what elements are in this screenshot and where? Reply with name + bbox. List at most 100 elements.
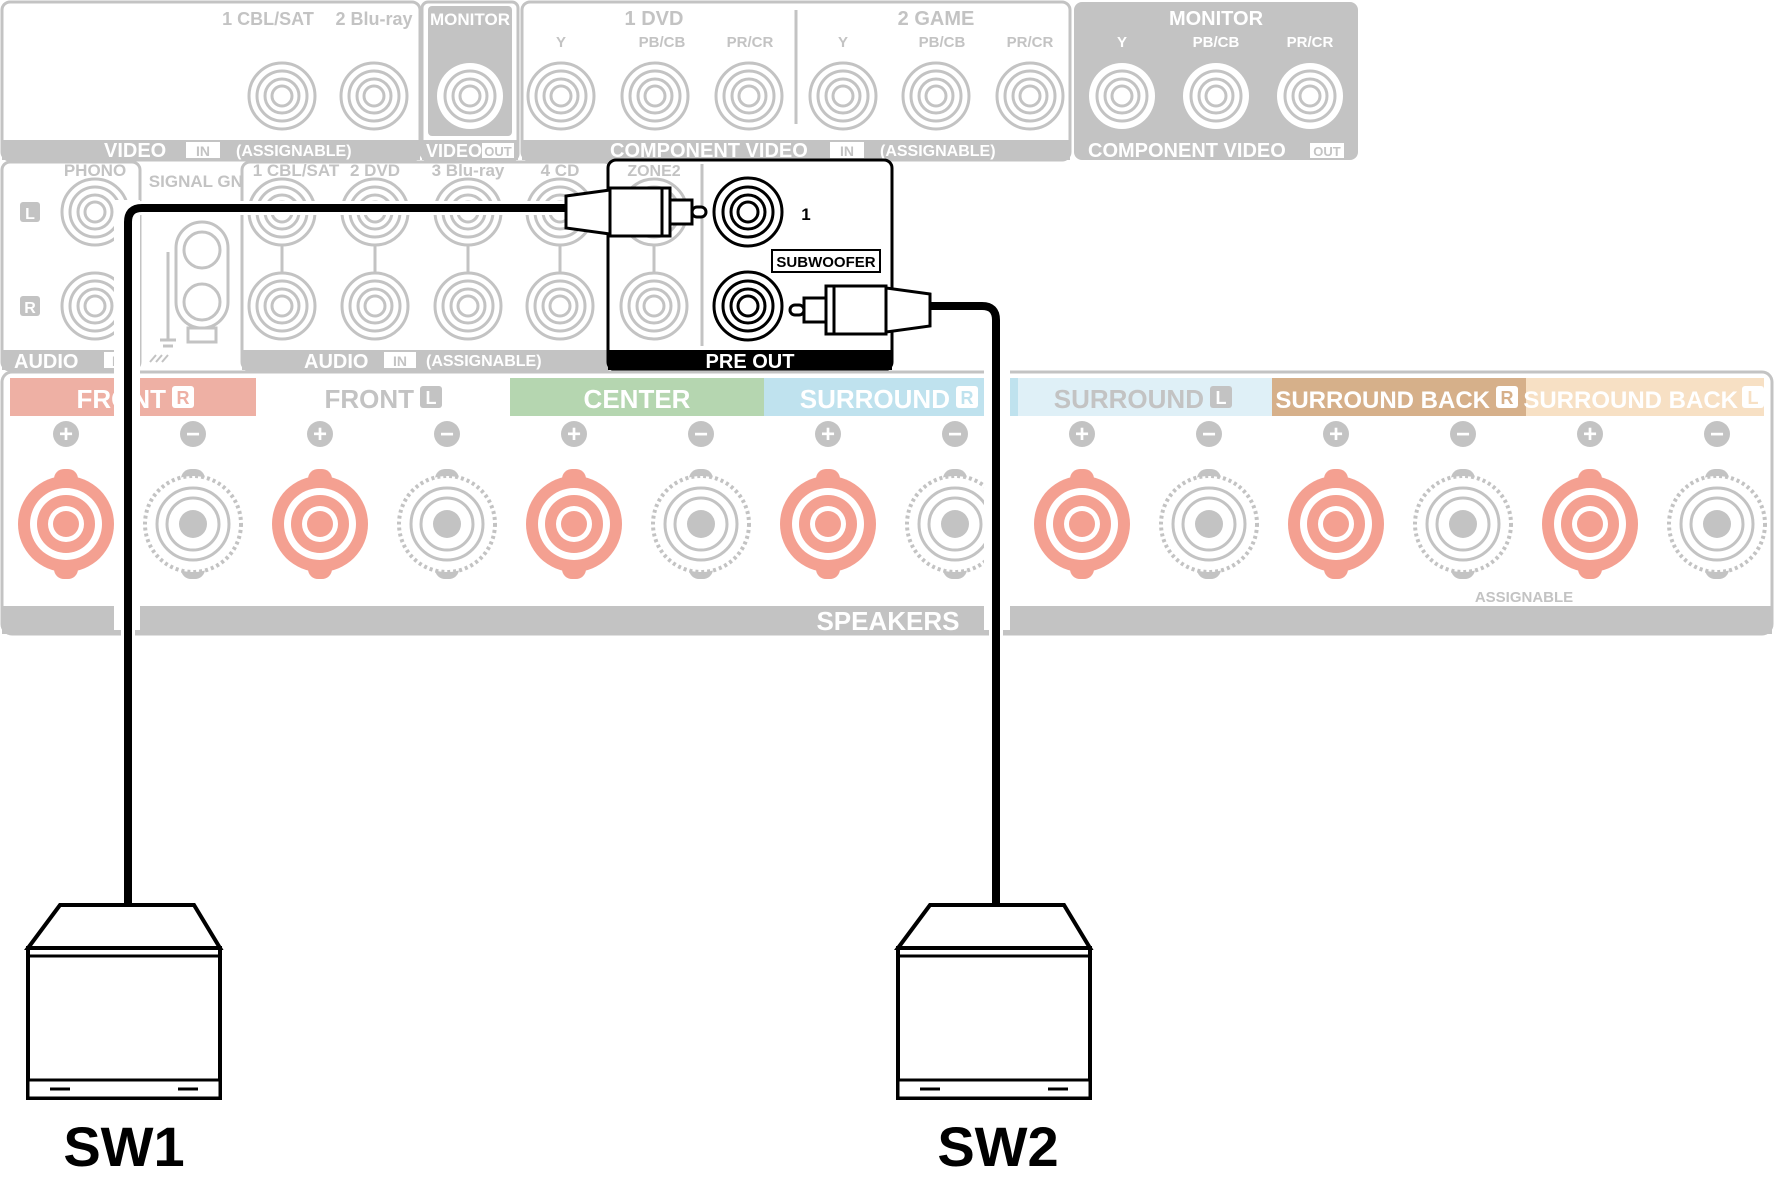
minus-sign: − (694, 421, 708, 448)
component-game-y-jack (808, 61, 878, 131)
subwoofer-2 (894, 903, 1094, 1100)
audio-input-label-4: 4 CD (541, 161, 580, 180)
subwoofer-label: SUBWOOFER (776, 254, 875, 271)
audio-assignable-label: (ASSIGNABLE) (426, 353, 542, 370)
sw2-cable (920, 302, 1000, 905)
sw2-rca-plug (788, 284, 932, 336)
component-dvd-pr-jack (714, 61, 784, 131)
pre-out-label: PRE OUT (706, 351, 795, 373)
component-dvd-pb-label: PB/CB (639, 34, 686, 51)
component-video-input-panel: 1 DVD 2 GAME Y PB/CB PR/CR Y PB/CB PR/CR… (520, 0, 1072, 162)
surround-left-label: SURROUND (1054, 384, 1204, 414)
video-in-badge: IN (196, 143, 210, 159)
video-section-label: VIDEO (104, 140, 166, 162)
zone2-label: ZONE2 (627, 163, 680, 180)
component-game-label: 2 GAME (898, 8, 975, 30)
component-out-pb-label: PB/CB (1193, 34, 1240, 51)
subwoofer-1-label: SW1 (63, 1115, 184, 1178)
component-out-section-label: COMPONENT VIDEO (1088, 140, 1286, 162)
audio-input-label-1: 1 CBL/SAT (253, 161, 340, 180)
component-assignable-label: (ASSIGNABLE) (880, 143, 996, 160)
signal-gnd-terminal: SIGNAL GND (149, 172, 255, 363)
component-game-pb-jack (901, 61, 971, 131)
minus-marker-icon (688, 421, 714, 447)
subwoofer-1 (24, 903, 224, 1100)
component-out-pb-jack (1181, 61, 1251, 131)
plus-marker-icon (561, 421, 587, 447)
front-left-side-badge: L (426, 388, 437, 408)
video-assignable-label: (ASSIGNABLE) (236, 143, 352, 160)
audio-input-label-3: 3 Blu-ray (432, 161, 505, 180)
audio-in-badge: IN (393, 353, 407, 369)
video-jack-1 (247, 61, 317, 131)
component-monitor-label: MONITOR (1169, 8, 1264, 30)
component-game-pr-label: PR/CR (1007, 34, 1054, 51)
audio-left-badge: L (25, 206, 35, 223)
video-jack-2 (339, 61, 409, 131)
plus-sign: + (821, 421, 835, 448)
plus-marker-icon (1577, 421, 1603, 447)
audio-section-label: AUDIO (304, 351, 368, 373)
minus-marker-icon (1196, 421, 1222, 447)
component-dvd-label: 1 DVD (625, 8, 684, 30)
audio-in3-right-jack (433, 271, 503, 341)
surround-back-left-band (1526, 378, 1764, 416)
subwoofer-cables (114, 200, 1010, 905)
subwoofer-1-jack (712, 176, 784, 248)
front-left-band (256, 378, 510, 416)
component-game-pb-label: PB/CB (919, 34, 966, 51)
minus-marker-icon (434, 421, 460, 447)
plus-marker-icon (1069, 421, 1095, 447)
center-label: CENTER (584, 384, 691, 414)
zone2-right-jack (619, 271, 689, 341)
component-dvd-y-jack (526, 61, 596, 131)
plus-marker-icon (53, 421, 79, 447)
video-monitor-out-panel: MONITOR VIDEO OUT (420, 0, 520, 162)
minus-sign: − (440, 421, 454, 448)
minus-sign: − (948, 421, 962, 448)
speakers-section-label: SPEAKERS (816, 606, 959, 636)
sw1-cable (124, 204, 566, 905)
minus-marker-icon (1450, 421, 1476, 447)
minus-sign: − (1202, 421, 1216, 448)
minus-sign: − (1710, 421, 1724, 448)
polarity-markers: +−+−+−+−+−+−+− (53, 421, 1730, 448)
plus-marker-icon (307, 421, 333, 447)
component-dvd-pb-jack (620, 61, 690, 131)
component-dvd-y-label: Y (556, 34, 566, 51)
surround-back-right-band (1272, 378, 1526, 416)
subwoofer-number-label: 1 (801, 205, 810, 224)
plus-sign: + (1075, 421, 1089, 448)
component-in-badge: IN (840, 143, 854, 159)
audio-input-panel: 1 CBL/SAT 2 DVD 3 Blu-ray 4 CD AUDIO IN … (240, 160, 614, 373)
minus-marker-icon (942, 421, 968, 447)
subwoofer-2-jack (712, 270, 784, 342)
component-game-y-label: Y (838, 34, 848, 51)
plus-sign: + (567, 421, 581, 448)
component-out-y-label: Y (1117, 34, 1127, 51)
component-out-y-jack (1087, 61, 1157, 131)
plus-sign: + (1583, 421, 1597, 448)
signal-gnd-label: SIGNAL GND (149, 172, 255, 191)
video-monitor-jack (435, 61, 505, 131)
audio-right-badge: R (24, 300, 36, 317)
minus-marker-icon (1704, 421, 1730, 447)
surround-right-label: SURROUND (800, 384, 950, 414)
audio-input-label-2: 2 DVD (350, 161, 400, 180)
minus-sign: − (186, 421, 200, 448)
plus-marker-icon (815, 421, 841, 447)
speaker-assignable-label: ASSIGNABLE (1475, 589, 1573, 606)
component-game-pr-jack (995, 61, 1065, 131)
component-out-pr-label: PR/CR (1287, 34, 1334, 51)
plus-sign: + (313, 421, 327, 448)
subwoofer-2-label: SW2 (937, 1115, 1058, 1178)
speaker-terminal-panel: FRONT R FRONT L CENTER SURROUND R SURROU… (0, 370, 1774, 636)
audio-in2-right-jack (340, 271, 410, 341)
video-out-section-label: VIDEO (426, 141, 482, 161)
surround-back-right-label: SURROUND BACK (1275, 387, 1490, 414)
component-video-output-panel: MONITOR Y PB/CB PR/CR COMPONENT VIDEO OU… (1074, 2, 1358, 162)
video-input-panel: 1 CBL/SAT 2 Blu-ray VIDEO IN (ASSIGNABLE… (0, 0, 422, 162)
front-right-side-badge: R (177, 388, 190, 408)
surround-back-left-label: SURROUND BACK (1523, 387, 1738, 414)
